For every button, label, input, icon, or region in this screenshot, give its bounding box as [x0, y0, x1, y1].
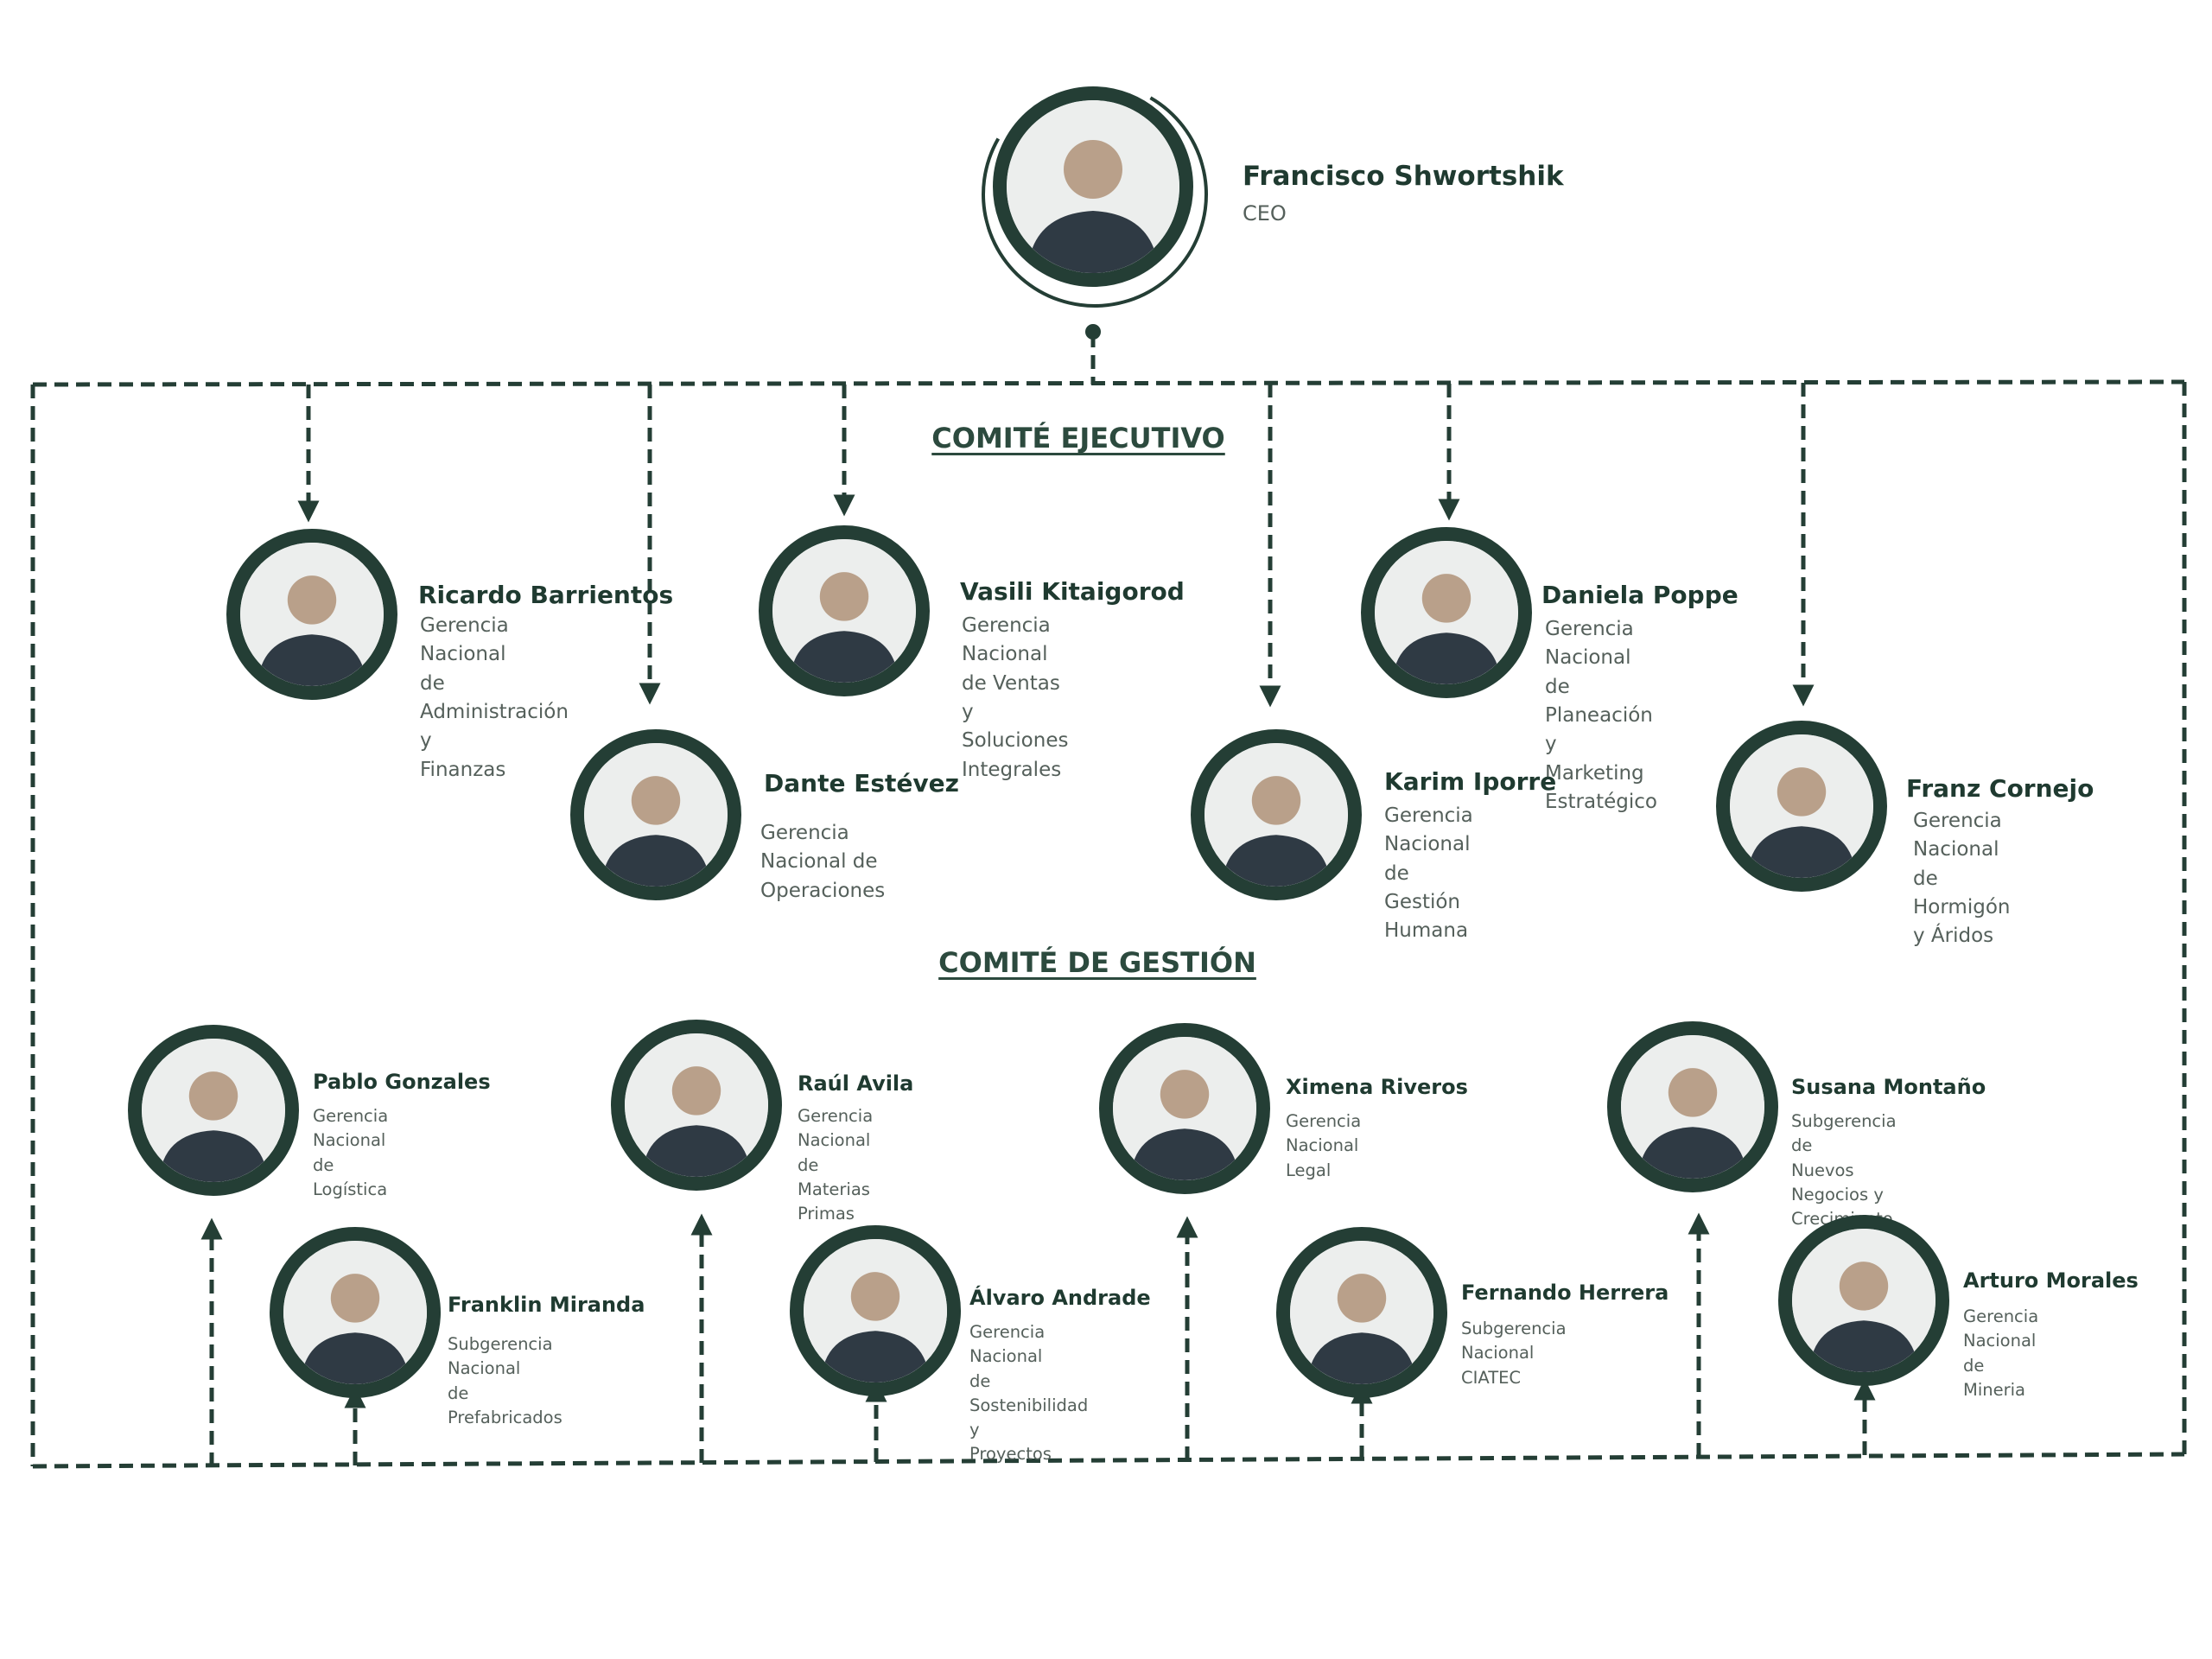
person-role: Gerencia Nacional de Materias Primas [798, 1106, 874, 1224]
portrait-icon [772, 539, 916, 683]
person-role: Gerencia Nacional de Mineria [1963, 1306, 2039, 1400]
person-role: Subgerencia Nacional de Prefabricados [448, 1334, 563, 1427]
person-name: Pablo Gonzales [313, 1070, 491, 1094]
person-name: Karim Iporre [1384, 767, 1557, 796]
person-role: Gerencia Nacional de Sostenibilidad y Pr… [969, 1322, 1089, 1465]
portrait-icon [283, 1241, 427, 1384]
avatar [570, 729, 741, 900]
person-name: Ximena Riveros [1286, 1075, 1468, 1099]
person-role: Gerencia Nacional Legal [1286, 1111, 1362, 1180]
bottom-connector [32, 1452, 2185, 1469]
avatar [1607, 1021, 1778, 1192]
portrait-icon [1007, 100, 1179, 273]
portrait-icon [1205, 743, 1348, 887]
person-role: Gerencia Nacional de Ventas y Soluciones… [962, 614, 1069, 781]
portrait-icon [1621, 1035, 1764, 1179]
person-name: Raúl Avila [798, 1071, 914, 1096]
avatar [790, 1225, 961, 1396]
avatar [1099, 1023, 1270, 1194]
portrait-icon [1113, 1037, 1256, 1180]
portrait-icon [584, 743, 728, 887]
portrait-icon [240, 543, 384, 686]
portrait-icon [1290, 1241, 1433, 1384]
person-role: CEO [1243, 201, 1287, 226]
top-connector [32, 379, 2185, 387]
portrait-icon [804, 1239, 947, 1382]
portrait-icon [1375, 541, 1518, 684]
person-role: Gerencia Nacional de Hormigón y Áridos [1913, 810, 2011, 948]
portrait-icon [625, 1033, 768, 1177]
portrait-icon [1792, 1229, 1936, 1372]
person-role: Gerencia Nacional de Logística [313, 1106, 389, 1199]
avatar [128, 1025, 299, 1196]
person-role: Gerencia Nacional de Gestión Humana [1384, 804, 1473, 943]
person-name: Álvaro Andrade [969, 1286, 1151, 1310]
avatar [1716, 721, 1887, 892]
person-name: Ricardo Barrientos [418, 581, 674, 609]
person-name: Fernando Herrera [1461, 1281, 1669, 1305]
portrait-icon [142, 1039, 285, 1182]
avatar [759, 525, 930, 696]
ceo-connector-dot [1085, 324, 1101, 340]
avatar [1361, 527, 1532, 698]
person-role: Gerencia Nacional de Planeación y Market… [1545, 618, 1657, 814]
person-name: Francisco Shwortshik [1243, 161, 1564, 192]
avatar [611, 1020, 782, 1191]
avatar [993, 86, 1193, 287]
management-committee-title: COMITÉ DE GESTIÓN [938, 946, 1256, 979]
person-name: Franz Cornejo [1906, 774, 2094, 803]
person-name: Franklin Miranda [448, 1293, 645, 1317]
person-role: Subgerencia de Nuevos Negocios y Crecimi… [1791, 1111, 1897, 1229]
person-role: Gerencia Nacional de Operaciones [760, 822, 886, 902]
person-name: Arturo Morales [1963, 1268, 2139, 1293]
person-role: Gerencia Nacional de Administración y Fi… [420, 614, 569, 781]
avatar [270, 1227, 441, 1398]
avatar [1276, 1227, 1447, 1398]
portrait-icon [1730, 734, 1873, 878]
person-name: Vasili Kitaigorod [960, 577, 1185, 606]
person-name: Susana Montaño [1791, 1075, 1986, 1099]
executive-committee-title: COMITÉ EJECUTIVO [931, 422, 1225, 454]
avatar [1191, 729, 1362, 900]
person-name: Daniela Poppe [1541, 581, 1738, 609]
person-role: Subgerencia Nacional CIATEC [1461, 1319, 1567, 1388]
person-name: Dante Estévez [764, 769, 959, 798]
avatar [226, 529, 397, 700]
avatar [1778, 1215, 1949, 1386]
